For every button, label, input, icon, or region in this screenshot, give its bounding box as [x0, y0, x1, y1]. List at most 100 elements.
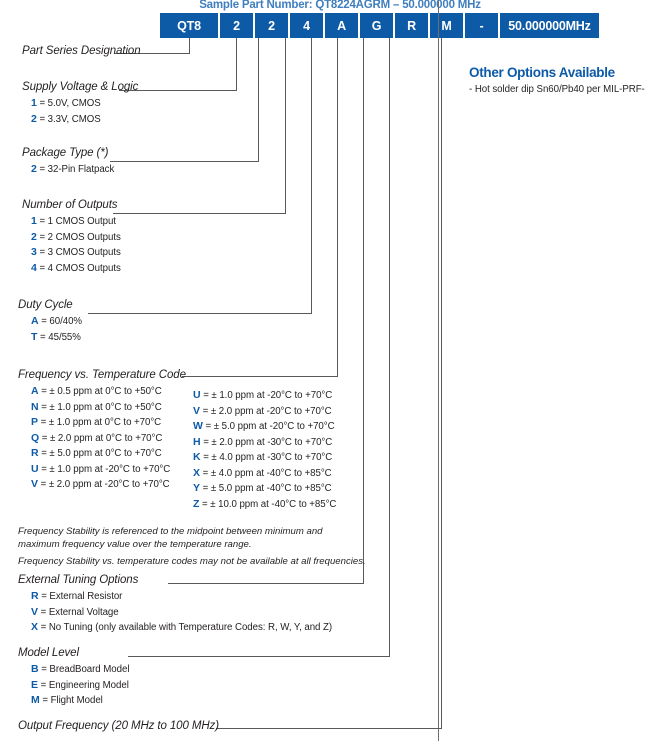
leader-line-duty-vertical	[311, 38, 312, 313]
part-number-box-model[interactable]: M	[430, 13, 463, 38]
section-title-temperature: Frequency vs. Temperature Code	[18, 369, 186, 381]
other-options-item: - Hot solder dip Sn60/Pb40 per MIL-PRF-5…	[469, 84, 645, 95]
option-code: 2	[31, 112, 37, 125]
option-code: 2	[31, 163, 37, 175]
option-row: 3 = 3 CMOS Outputs	[31, 245, 121, 261]
option-code: Z	[193, 497, 200, 510]
option-code: A	[31, 315, 39, 327]
option-code: M	[31, 694, 40, 706]
option-row: U = ± 1.0 ppm at -20°C to +70°C	[31, 462, 186, 478]
option-description: = ± 5.0 ppm at -40°C to +85°C	[199, 483, 332, 494]
option-code: X	[193, 466, 200, 479]
leader-line-frequency-horizontal	[216, 728, 442, 729]
part-number-box-tempcode[interactable]: G	[360, 13, 393, 38]
leader-line-series-vertical	[189, 38, 190, 53]
option-code: Y	[193, 482, 200, 494]
option-description: = 2 CMOS Outputs	[36, 231, 121, 243]
leader-line-frequency-vertical	[441, 38, 442, 728]
option-description: = Flight Model	[39, 695, 103, 706]
option-description: = 3.3V, CMOS	[36, 113, 101, 125]
temperature-notes: Frequency Stability is referenced to the…	[18, 525, 366, 568]
option-row: H = ± 2.0 ppm at -30°C to +70°C	[193, 435, 336, 451]
part-number-box-voltage[interactable]: 2	[220, 13, 253, 38]
option-row: A = ± 0.5 ppm at 0°C to +50°C	[31, 384, 186, 400]
option-description: = 60/40%	[38, 316, 82, 327]
leader-line-package-vertical	[258, 38, 259, 161]
leader-line-supply-vertical	[236, 38, 237, 90]
option-description: = Engineering Model	[37, 679, 129, 691]
section-title-supply: Supply Voltage & Logic	[22, 81, 139, 93]
option-row: X = ± 4.0 ppm at -40°C to +85°C	[193, 466, 336, 482]
option-row: T = 45/55%	[31, 330, 82, 346]
option-description: = 5.0V, CMOS	[36, 98, 101, 109]
part-number-box-outputs[interactable]: 4	[290, 13, 323, 38]
option-code: A	[31, 385, 39, 397]
option-description: = ± 1.0 ppm at -20°C to +70°C	[38, 463, 171, 475]
option-description: = 4 CMOS Outputs	[36, 262, 121, 274]
option-row: U = ± 1.0 ppm at -20°C to +70°C	[193, 388, 336, 404]
leader-line-temperature-horizontal	[182, 376, 338, 377]
option-code: 2	[31, 230, 37, 243]
section-title-output-frequency: Output Frequency (20 MHz to 100 MHz)	[18, 720, 219, 732]
leader-line-temperature-vertical	[337, 38, 338, 376]
section-title-package: Package Type (*)	[22, 147, 109, 159]
option-code: U	[31, 462, 39, 475]
leader-line-model-horizontal	[128, 656, 390, 657]
option-row: E = Engineering Model	[31, 678, 129, 694]
option-code: P	[31, 416, 38, 428]
section-title-duty-cycle: Duty Cycle	[18, 299, 73, 311]
option-code: V	[31, 478, 38, 490]
section-title-part-series: Part Series Designation	[22, 45, 141, 57]
part-number-box-duty[interactable]: A	[325, 13, 358, 38]
option-code: Q	[31, 431, 40, 444]
option-description: = ± 4.0 ppm at -40°C to +85°C	[199, 467, 332, 479]
leader-line-package-horizontal	[110, 161, 259, 162]
sample-part-number-title: Sample Part Number: QT8224AGRM – 50.0000…	[199, 0, 481, 11]
option-row: A = 60/40%	[31, 314, 82, 330]
option-code: N	[31, 400, 39, 413]
option-description: = ± 0.5 ppm at 0°C to +50°C	[38, 386, 162, 397]
option-row: 1 = 5.0V, CMOS	[31, 96, 138, 112]
section-title-outputs: Number of Outputs	[22, 199, 118, 211]
leader-line-series-horizontal	[115, 53, 190, 54]
part-number-box-package[interactable]: 2	[255, 13, 288, 38]
option-code: H	[193, 435, 201, 448]
option-code: 4	[31, 261, 37, 274]
part-number-box-series[interactable]: QT8	[160, 13, 218, 38]
option-description: = ± 1.0 ppm at 0°C to +70°C	[37, 417, 162, 428]
option-code: E	[31, 678, 38, 691]
part-number-box-frequency[interactable]: 50.000000MHz	[500, 13, 599, 38]
option-row: X = No Tuning (only available with Tempe…	[31, 620, 332, 636]
option-description: = 3 CMOS Outputs	[36, 247, 121, 258]
option-code: U	[193, 389, 201, 401]
option-code: X	[31, 621, 38, 633]
section-duty-cycle: Duty Cycle A = 60/40%T = 45/55%	[18, 299, 82, 345]
option-code: R	[31, 590, 39, 602]
option-description: = ± 10.0 ppm at -40°C to +85°C	[199, 498, 337, 510]
option-row: Q = ± 2.0 ppm at 0°C to +70°C	[31, 431, 186, 447]
option-code: 1	[31, 97, 37, 109]
part-number-box-tuning[interactable]: R	[395, 13, 428, 38]
leader-line-supply-horizontal	[119, 90, 237, 91]
option-row: V = External Voltage	[31, 605, 332, 621]
option-description: = 32-Pin Flatpack	[36, 164, 115, 175]
option-description: = ± 2.0 ppm at 0°C to +70°C	[39, 432, 163, 444]
option-description: = ± 5.0 ppm at -20°C to +70°C	[202, 421, 335, 432]
option-row: N = ± 1.0 ppm at 0°C to +50°C	[31, 400, 186, 416]
note-line-3: Frequency Stability vs. temperature code…	[18, 556, 366, 567]
option-row: 4 = 4 CMOS Outputs	[31, 261, 121, 277]
option-row: K = ± 4.0 ppm at -30°C to +70°C	[193, 450, 336, 466]
option-description: = ± 1.0 ppm at 0°C to +50°C	[38, 401, 162, 413]
part-number-box-dash[interactable]: -	[465, 13, 498, 38]
section-temperature-code: Frequency vs. Temperature Code A = ± 0.5…	[18, 369, 186, 493]
option-row: M = Flight Model	[31, 693, 129, 709]
option-row: R = ± 5.0 ppm at 0°C to +70°C	[31, 446, 186, 462]
